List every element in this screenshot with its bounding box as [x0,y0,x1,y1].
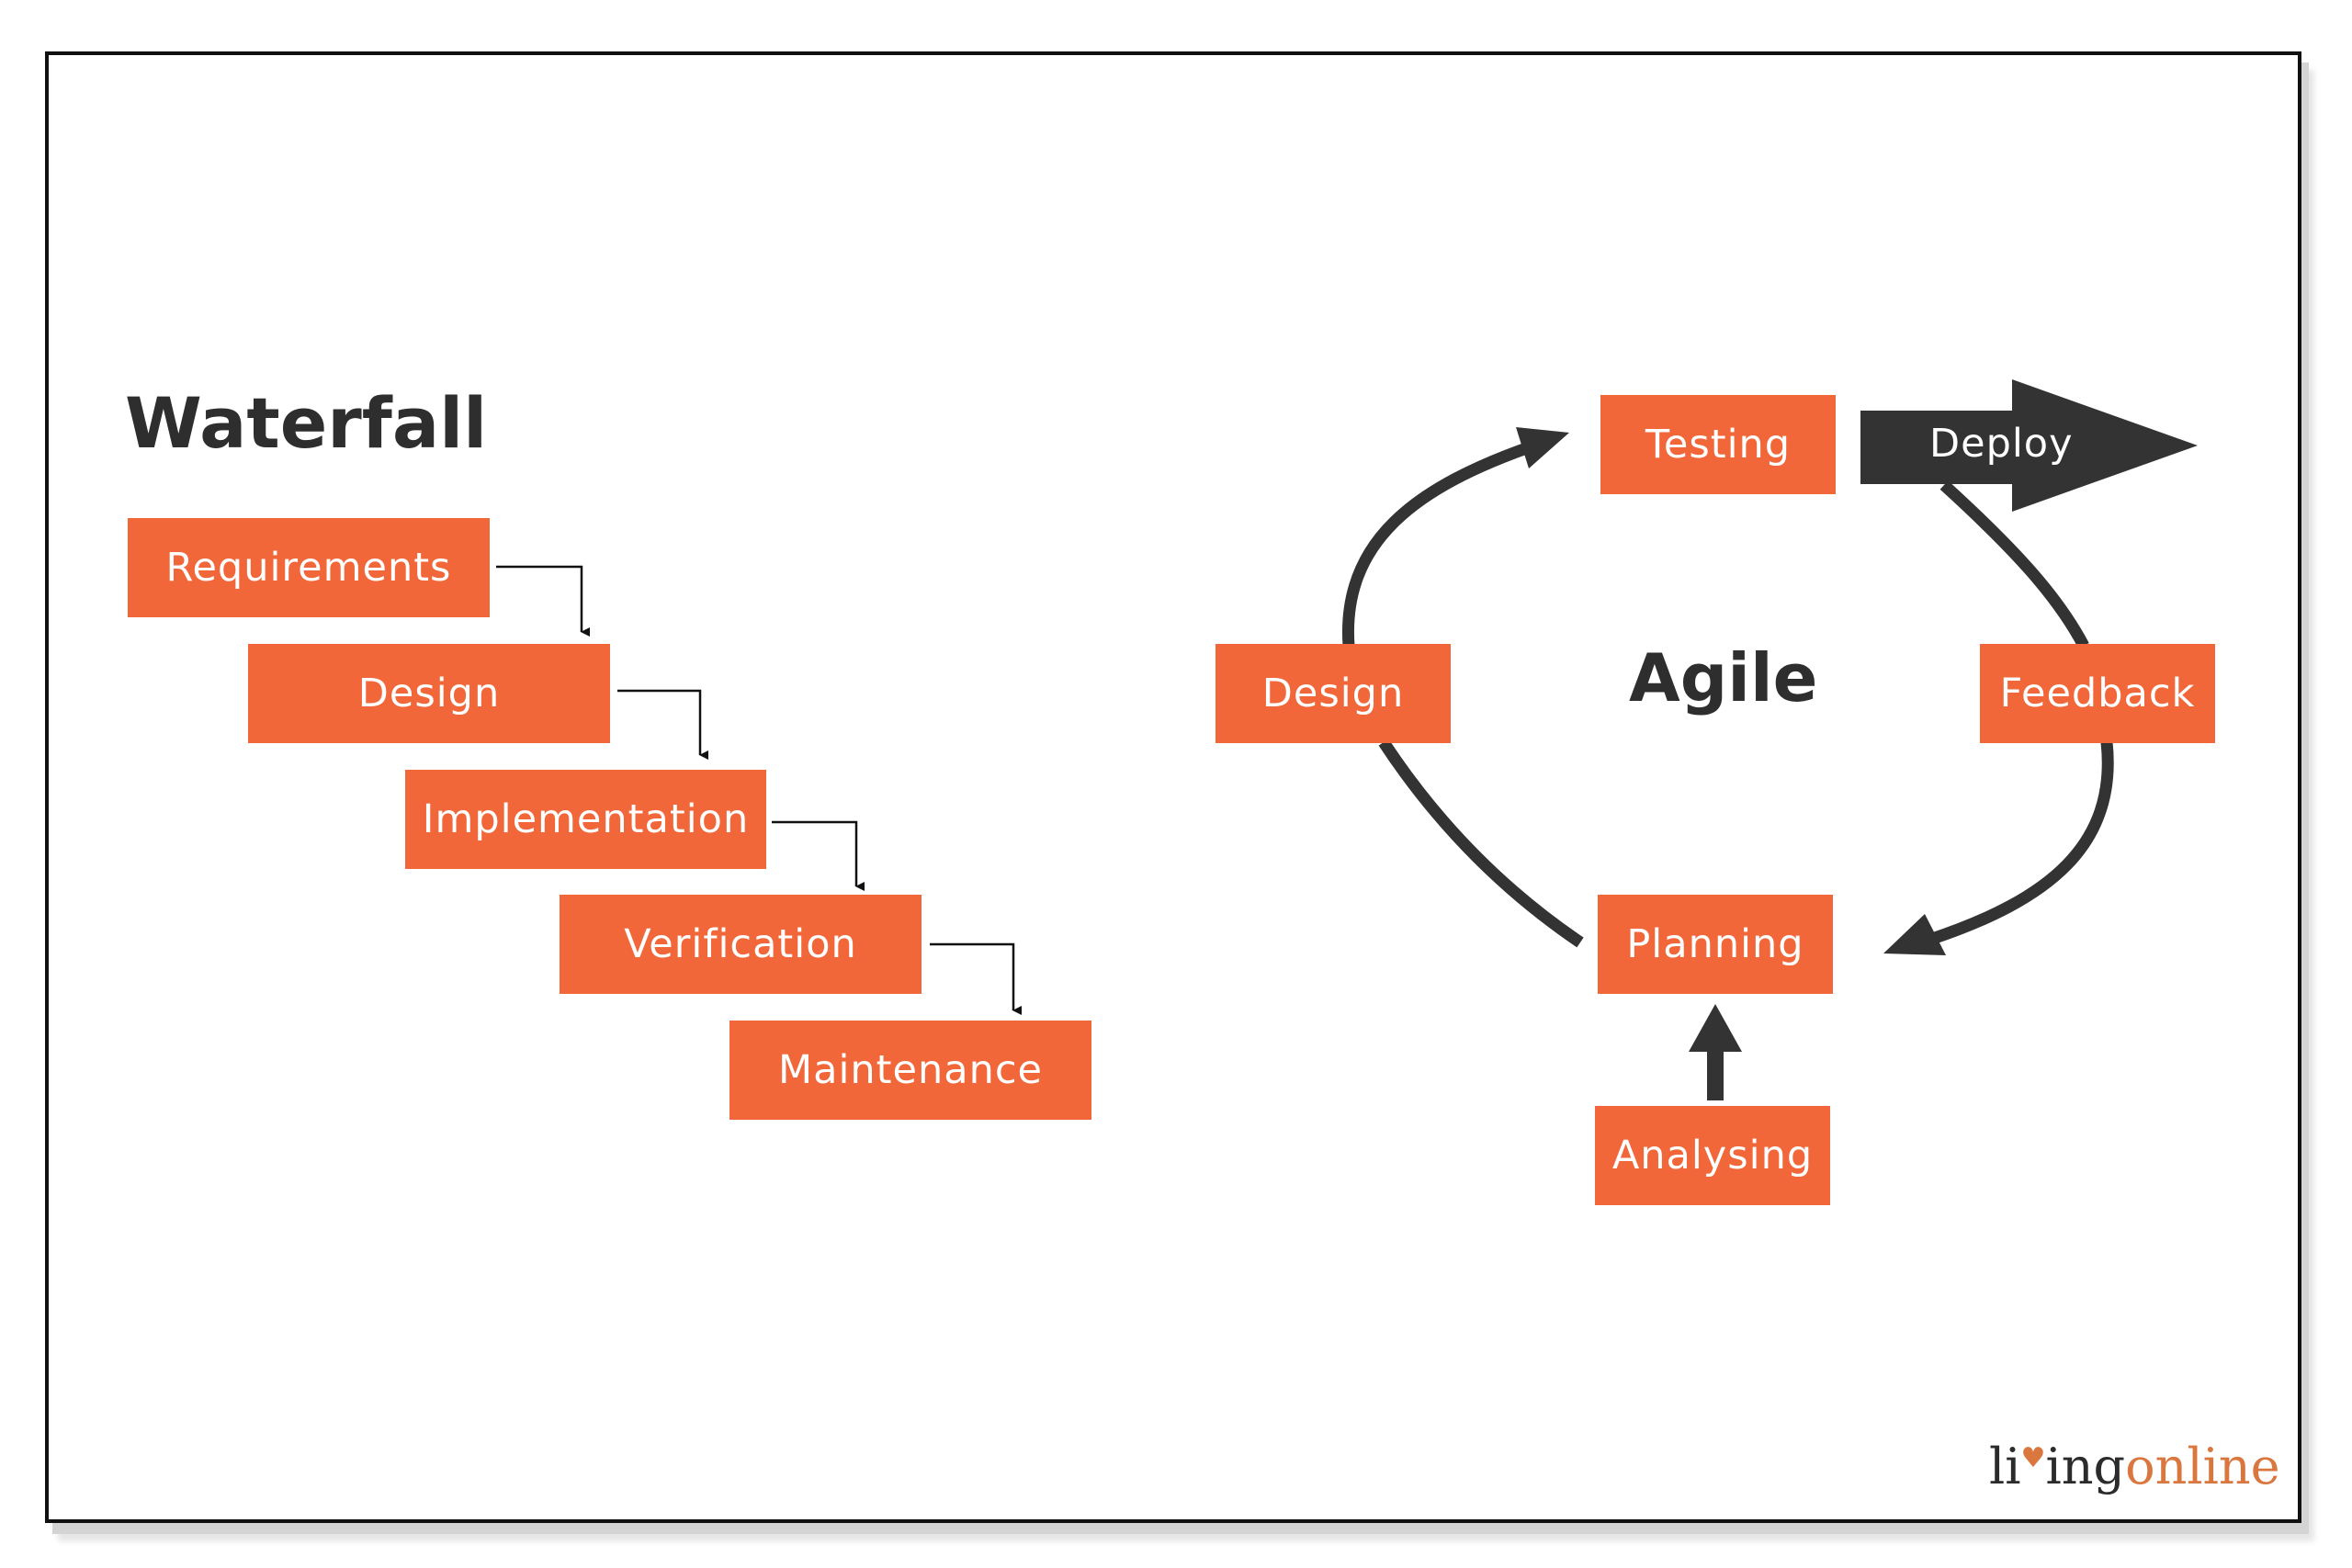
agile-step-feedback: Feedback [1980,644,2215,743]
agile-arrow-design-to-testing [1341,439,1537,647]
waterfall-connector-3 [772,820,865,891]
agile-step-analysing: Analysing [1595,1106,1830,1205]
agile-step-planning: Planning [1598,895,1833,994]
waterfall-connector-2 [617,689,708,760]
logo-text-part3: online [2125,1438,2280,1495]
agile-step-testing: Testing [1600,395,1836,494]
waterfall-connector-1 [496,565,590,637]
waterfall-step-maintenance: Maintenance [729,1021,1091,1120]
logo-text-part1: li [1989,1438,2021,1495]
waterfall-step-requirements: Requirements [128,518,490,617]
waterfall-step-design: Design [248,644,610,743]
waterfall-connector-4 [930,942,1022,1015]
agile-arrow-deploy-to-feedback [1939,480,2089,649]
waterfall-step-verification: Verification [560,895,922,994]
waterfall-title: Waterfall [125,382,488,464]
agile-step-design: Design [1216,644,1451,743]
logo-text-part2: ing [2045,1438,2126,1495]
agile-arrowhead-testing [1516,427,1569,468]
agile-arrow-planning-to-design [1378,739,1584,948]
livingonline-logo: li♥ingonline [1989,1442,2280,1492]
deploy-arrow-shape [1860,379,2198,512]
agile-arrow-analysing-to-planning [1689,1004,1742,1100]
deploy-label: Deploy [1929,421,2074,467]
agile-arrow-feedback-to-planning [1927,741,2114,946]
heart-icon: ♥ [2020,1442,2046,1474]
waterfall-step-implementation: Implementation [405,770,766,869]
agile-arrowhead-planning [1883,914,1946,955]
agile-title: Agile [1629,639,1818,716]
